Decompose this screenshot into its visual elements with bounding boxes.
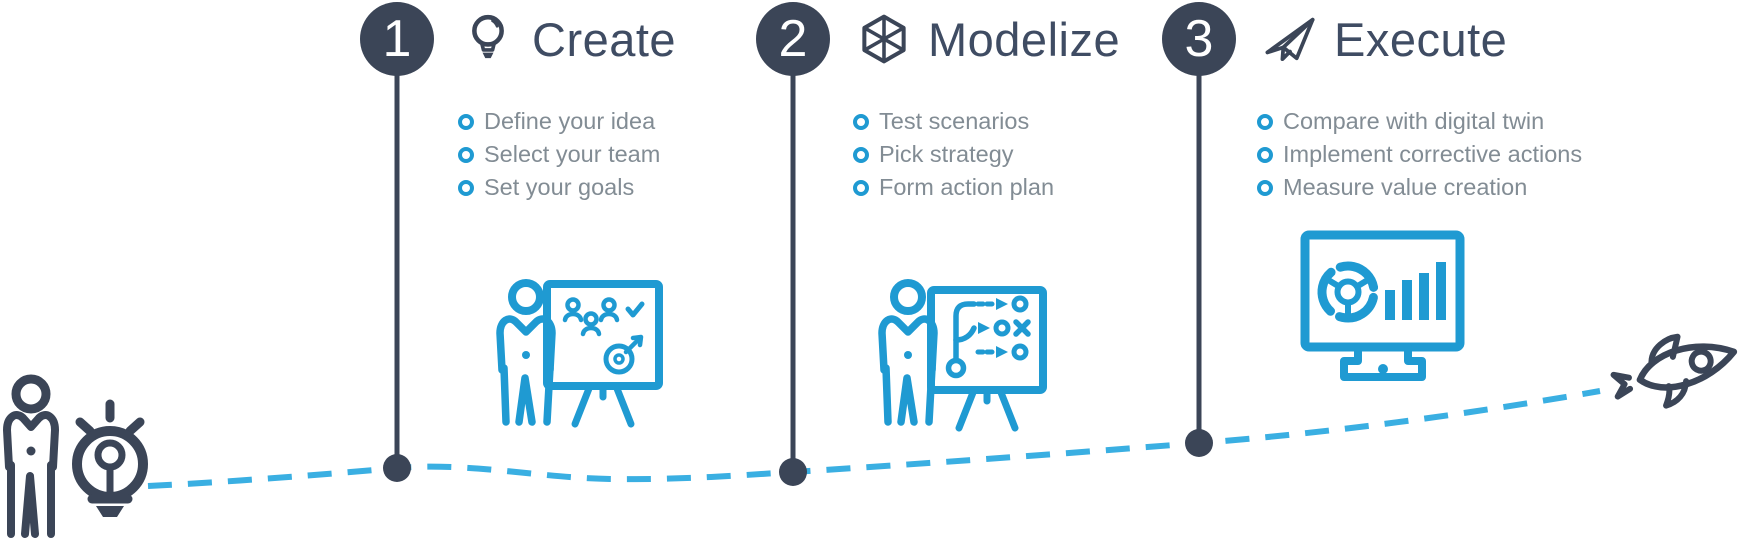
cube-icon <box>858 9 910 69</box>
bullet-item: Define your idea <box>458 105 660 138</box>
step-1-stem <box>383 74 411 482</box>
bullet-item: Test scenarios <box>853 105 1054 138</box>
bullet-ring-icon <box>458 113 474 130</box>
bullet-ring-icon <box>853 113 869 130</box>
dashboard-monitor-icon <box>1300 230 1465 381</box>
presenter-team-target-board-icon <box>496 279 663 428</box>
target-icon <box>603 334 644 375</box>
checkmark-icon <box>625 301 645 318</box>
paper-plane-icon <box>1264 9 1316 69</box>
step-2-stem <box>779 74 807 486</box>
bullet-item: Select your team <box>458 138 660 171</box>
step-1-number-badge: 1 <box>360 2 434 76</box>
step-3-header: 3 Execute <box>1162 0 1507 78</box>
bullet-ring-icon <box>853 179 869 196</box>
step-2-title: Modelize <box>928 12 1121 66</box>
bullet-ring-icon <box>853 146 869 163</box>
step-1-title: Create <box>532 12 677 66</box>
bullet-item: Compare with digital twin <box>1257 105 1582 138</box>
bullet-ring-icon <box>1257 146 1273 163</box>
bullet-item: Measure value creation <box>1257 171 1582 204</box>
bullet-item: Set your goals <box>458 171 660 204</box>
milestone-node-3 <box>1185 429 1213 457</box>
team-icons <box>562 297 620 337</box>
strategy-flowchart <box>945 295 1031 379</box>
bullet-item: Pick strategy <box>853 138 1054 171</box>
bullet-ring-icon <box>1257 179 1273 196</box>
bullet-ring-icon <box>1257 113 1273 130</box>
lightbulb-icon <box>462 9 514 69</box>
step-2-bullets: Test scenarios Pick strategy Form action… <box>853 105 1054 204</box>
step-3-stem <box>1185 74 1213 457</box>
bullet-item: Implement corrective actions <box>1257 138 1582 171</box>
step-1-bullets: Define your idea Select your team Set yo… <box>458 105 660 204</box>
bullet-ring-icon <box>458 179 474 196</box>
presenter-strategy-board-icon <box>878 279 1047 432</box>
step-1-header: 1 Create <box>360 0 676 78</box>
bar-chart-icon <box>1385 262 1446 320</box>
step-2-number-badge: 2 <box>756 2 830 76</box>
step-3-number-badge: 3 <box>1162 2 1236 76</box>
milestone-node-2 <box>779 458 807 486</box>
milestone-node-1 <box>383 454 411 482</box>
donut-chart-icon <box>1317 261 1379 323</box>
journey-dashed-path <box>147 388 1601 489</box>
bullet-ring-icon <box>458 146 474 163</box>
bullet-item: Form action plan <box>853 171 1054 204</box>
step-3-title: Execute <box>1334 12 1508 66</box>
step-3-bullets: Compare with digital twin Implement corr… <box>1257 105 1582 204</box>
person-icon <box>3 374 59 538</box>
step-2-header: 2 Modelize <box>756 0 1120 78</box>
rocket-icon <box>1610 333 1738 409</box>
idea-lightbulb-icon <box>72 399 148 517</box>
